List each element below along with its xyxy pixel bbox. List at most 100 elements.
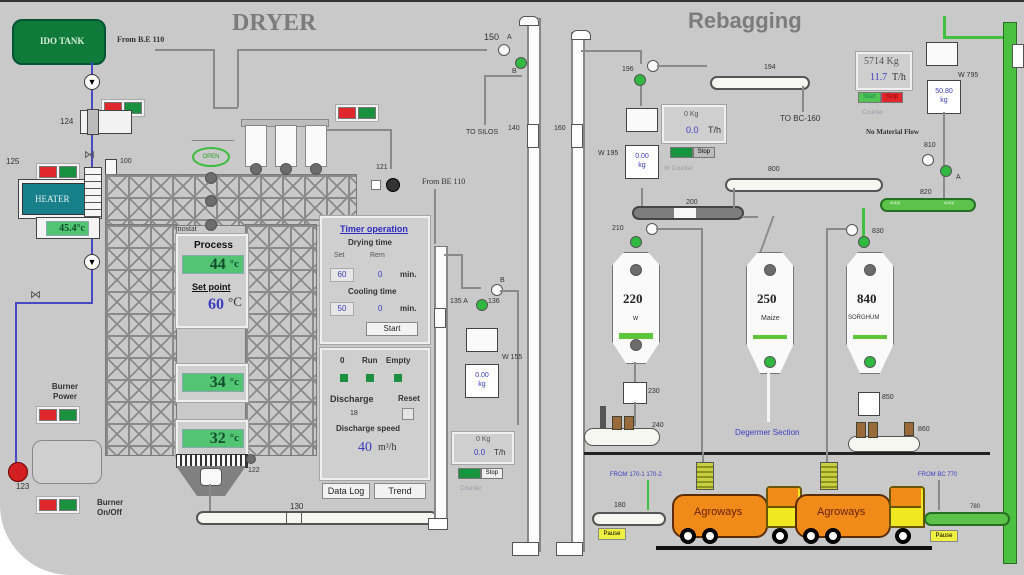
pipe	[213, 49, 215, 109]
burner-on-button[interactable]	[59, 499, 77, 511]
counter-label[interactable]: W Counter	[664, 166, 693, 172]
bag-conveyor-860[interactable]	[848, 436, 920, 452]
scale-w155[interactable]: 0.00 kg	[465, 364, 499, 398]
pause-button[interactable]: Pause	[930, 530, 958, 542]
loading-spout-2[interactable]	[820, 462, 838, 490]
conveyor-820[interactable]: <<< <<<	[880, 198, 976, 212]
dryer-fan-1[interactable]	[245, 125, 267, 167]
unit: °c	[229, 258, 239, 270]
scale-rate: 0.0	[686, 125, 699, 135]
conveyor-780[interactable]	[924, 512, 1010, 526]
timer-title[interactable]: Timer operation	[340, 224, 408, 234]
fan-wheel-icon	[280, 163, 292, 175]
dryer-fan-2[interactable]	[275, 125, 297, 167]
truck-1[interactable]: Agroways	[672, 476, 802, 546]
check-valve-icon[interactable]: ▼	[84, 74, 100, 90]
discharge-speed-value[interactable]: 40	[358, 440, 372, 455]
scale-w795[interactable]: 50.80 kg	[927, 80, 961, 114]
diverter-valve-196-a[interactable]	[634, 74, 646, 86]
motor-121-icon[interactable]	[386, 178, 400, 192]
fan-icon[interactable]: OPEN	[192, 147, 230, 167]
bagger-230[interactable]	[623, 382, 647, 404]
valve-icon[interactable]: ⋈	[30, 289, 41, 301]
start-button[interactable]: Start	[458, 468, 481, 479]
discharge-grate	[176, 454, 248, 468]
wheel-icon	[803, 528, 819, 544]
unit: °c	[229, 376, 239, 388]
reset-checkbox[interactable]	[402, 408, 414, 420]
elevator-160[interactable]	[571, 32, 585, 552]
diverter-valve-810-b[interactable]	[922, 154, 934, 166]
scale-w795-hopper	[926, 42, 958, 66]
pipe	[237, 49, 239, 107]
pause-button[interactable]: Pause	[598, 528, 626, 540]
scale-w195-hopper	[626, 108, 658, 132]
bag-conveyor-240[interactable]	[584, 428, 660, 446]
stop-button[interactable]: Stop	[880, 92, 904, 103]
setpoint-value[interactable]: 60	[208, 296, 224, 313]
elevator-140[interactable]	[527, 18, 541, 552]
diverter-valve-830-b[interactable]	[846, 224, 858, 236]
diverter-valve-150-a[interactable]	[498, 44, 510, 56]
valve-b-label: B	[512, 68, 517, 75]
diverter-valve-810-a[interactable]	[940, 165, 952, 177]
pipe	[581, 50, 641, 52]
pump-124-icon[interactable]	[80, 109, 132, 135]
stop-button[interactable]: Stop	[692, 147, 716, 158]
dryer-fan-3[interactable]	[305, 125, 327, 167]
burner-power-on-button[interactable]	[59, 409, 77, 421]
ido-tank[interactable]: IDO TANK	[12, 19, 106, 65]
pipe	[213, 107, 238, 109]
flow-pipe	[943, 36, 1003, 39]
blower-icon[interactable]	[8, 462, 28, 482]
diverter-valve-150-b[interactable]	[515, 57, 527, 69]
pipe	[327, 129, 392, 131]
burner	[32, 440, 102, 484]
conveyor-194[interactable]	[710, 76, 810, 90]
timer-start-button[interactable]: Start	[366, 322, 418, 336]
rebagging-title: Rebagging	[688, 8, 802, 33]
elevator-135[interactable]	[434, 246, 448, 526]
cooling-set-input[interactable]: 50	[330, 302, 354, 316]
start-button[interactable]	[59, 166, 77, 178]
heater-label: HEATER	[35, 194, 70, 204]
burner-off-button[interactable]	[39, 499, 57, 511]
conveyor-200[interactable]	[632, 206, 744, 220]
start-button[interactable]: Start	[858, 92, 881, 103]
burner-power-off-button[interactable]	[39, 409, 57, 421]
truck-2[interactable]: Agroways	[795, 476, 925, 546]
loading-spout-1[interactable]	[696, 462, 714, 490]
silo-level-bar	[853, 335, 887, 339]
counter-label[interactable]: Counter	[862, 110, 884, 116]
scale-weight: 50.80	[935, 88, 953, 95]
diverter-valve-135[interactable]	[476, 299, 488, 311]
floor-line	[584, 452, 990, 455]
elevator-tag: 160	[554, 125, 566, 132]
bagger-850[interactable]	[858, 392, 880, 416]
start-button[interactable]	[358, 107, 376, 119]
scale-w195[interactable]: 0.00 kg	[625, 145, 659, 179]
stop-button[interactable]: Stop	[480, 468, 504, 479]
silo-sensor-icon	[864, 356, 876, 368]
conveyor-180[interactable]	[592, 512, 666, 526]
conveyor-130[interactable]	[196, 511, 438, 525]
elevator-770[interactable]	[1003, 22, 1017, 564]
diverter-valve-830-a[interactable]	[858, 236, 870, 248]
diverter-valve-210-a[interactable]	[630, 236, 642, 248]
bag-icon	[904, 422, 914, 436]
stop-button[interactable]	[39, 166, 57, 178]
counter-label[interactable]: Counter	[460, 486, 482, 492]
elevator-boot	[428, 518, 448, 530]
motor-toggle[interactable]	[371, 180, 381, 190]
stop-button[interactable]	[338, 107, 356, 119]
conveyor-800[interactable]	[725, 178, 883, 192]
rotary-valve-icon[interactable]	[200, 468, 222, 486]
data-log-button[interactable]: Data Log	[322, 483, 370, 499]
check-valve-icon[interactable]: ▼	[84, 254, 100, 270]
start-button[interactable]: Start	[670, 147, 693, 158]
pipe	[701, 228, 703, 452]
trend-button[interactable]: Trend	[374, 483, 426, 499]
drying-set-input[interactable]: 60	[330, 268, 354, 282]
valve-icon[interactable]: ⋈	[84, 149, 95, 161]
silo-sensor-icon	[764, 264, 776, 276]
